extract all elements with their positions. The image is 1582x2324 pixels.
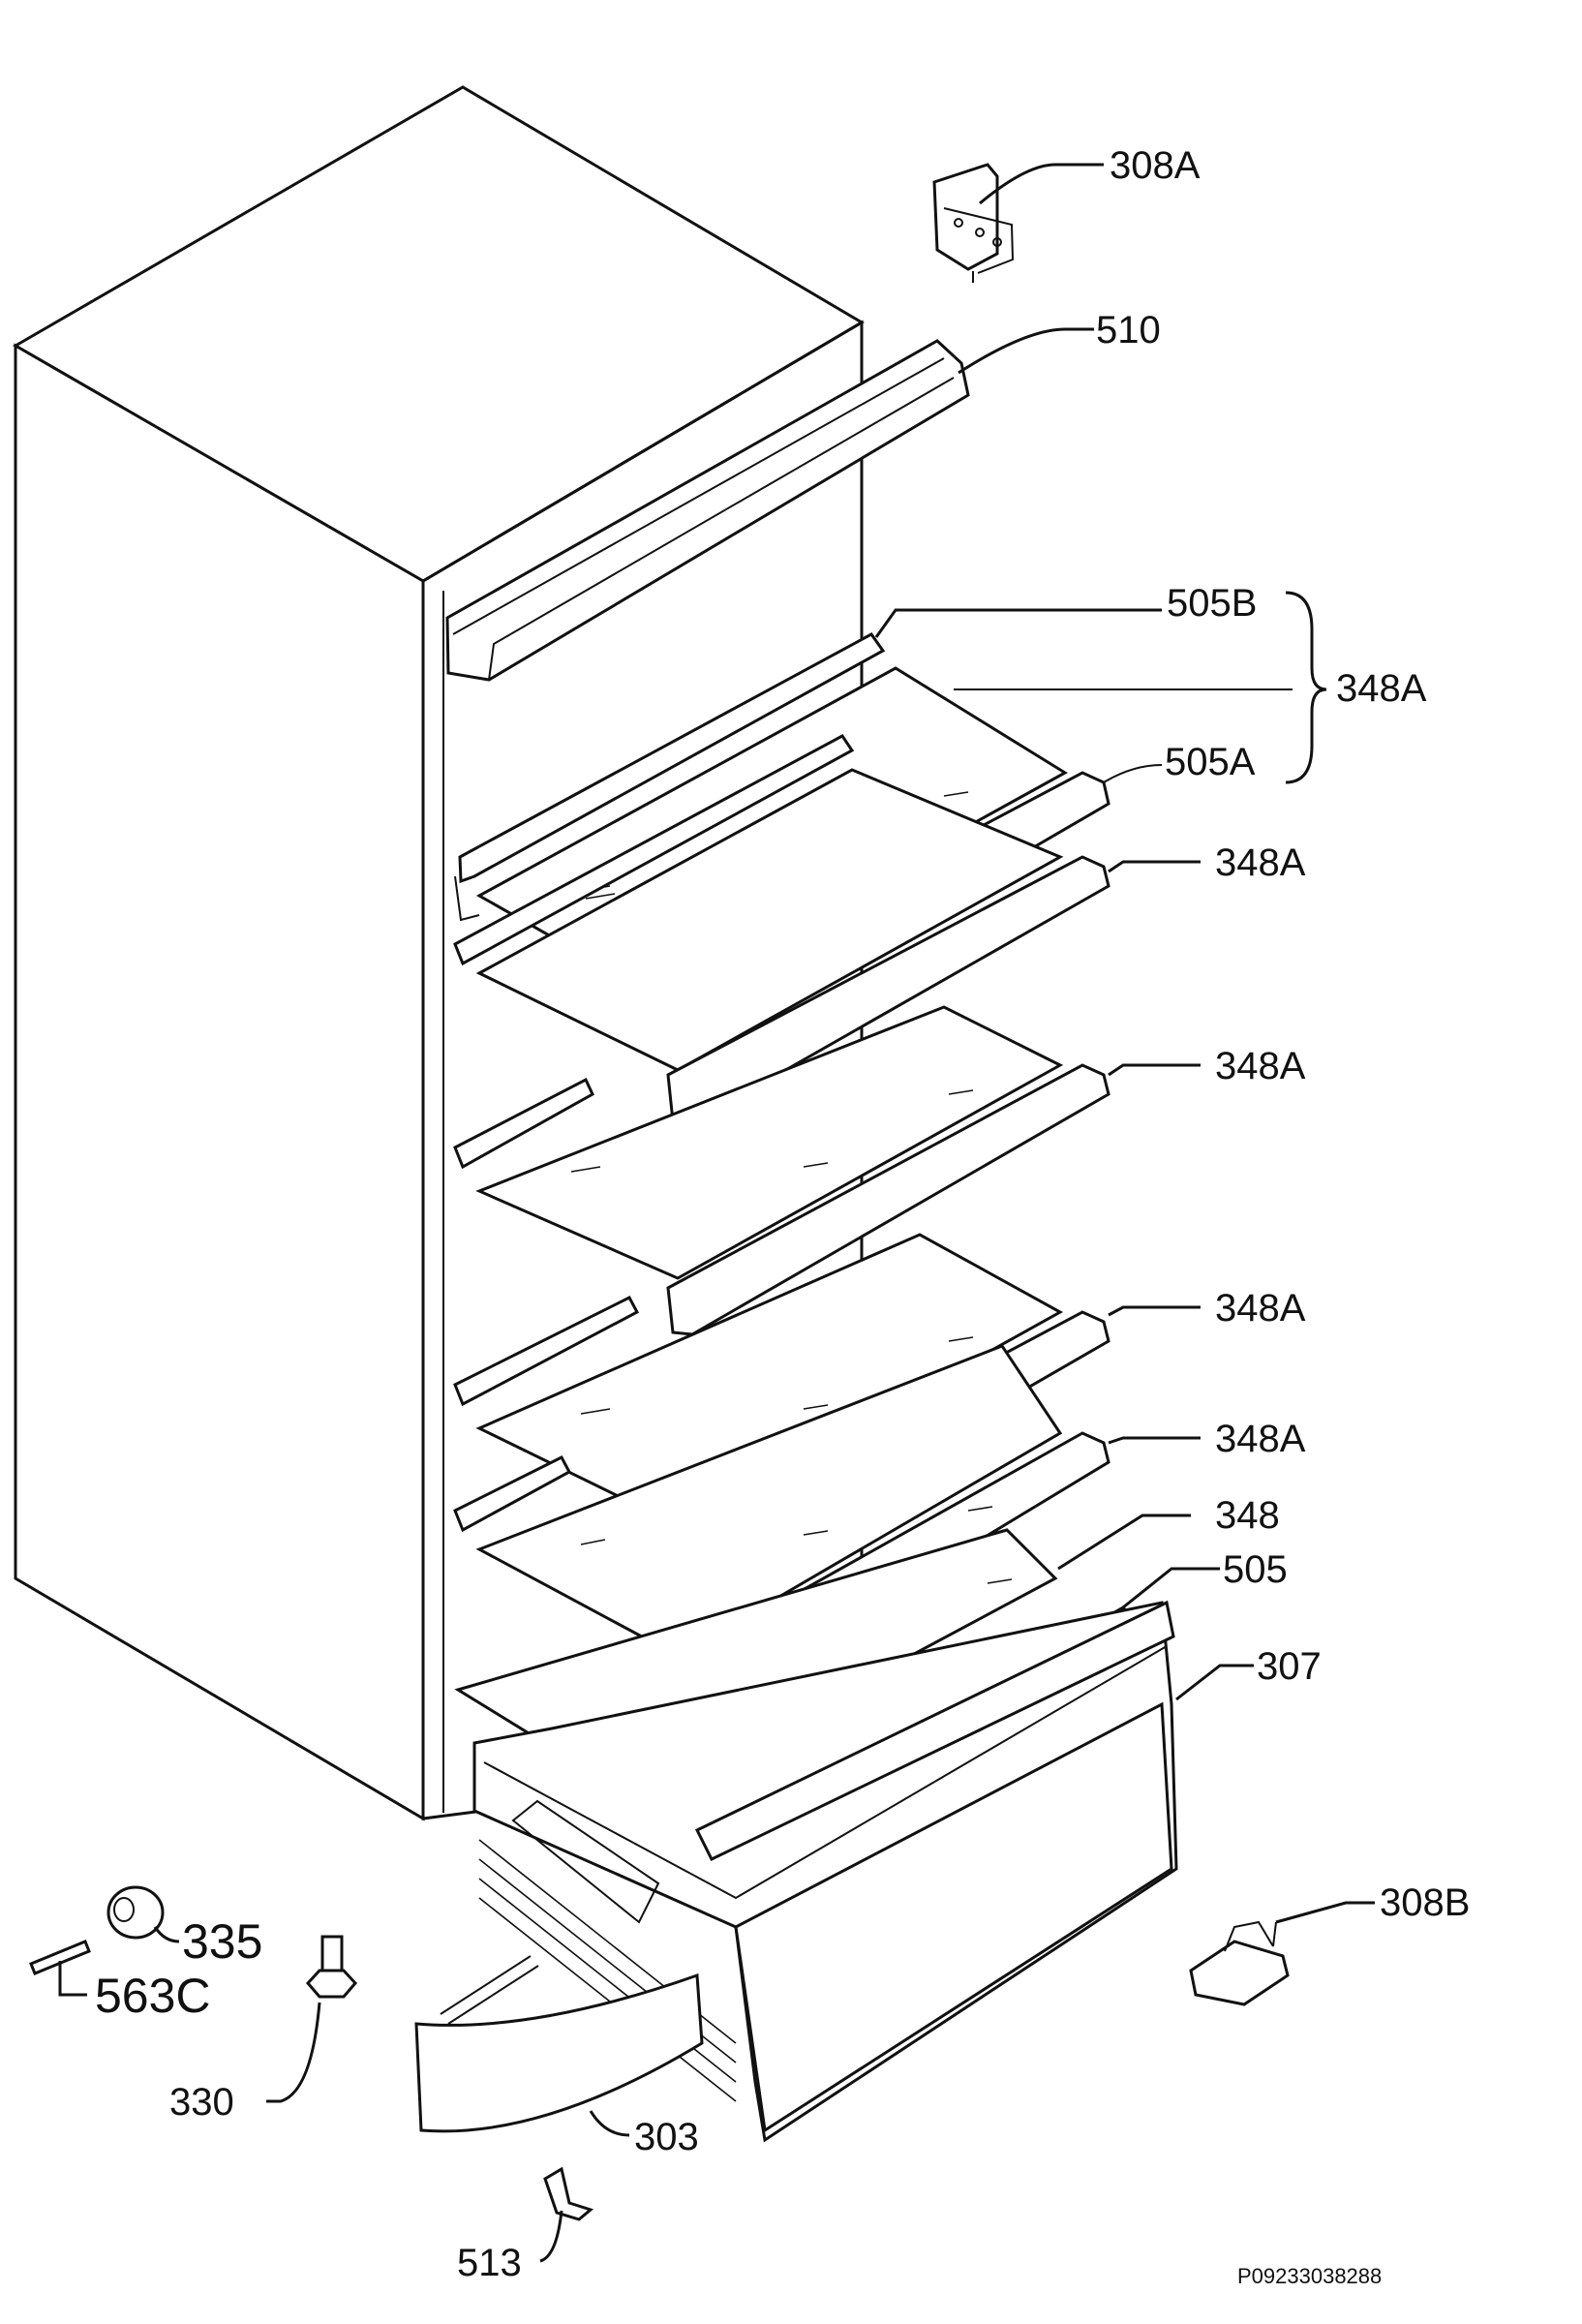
label-shelf-2: 348A — [1215, 1045, 1306, 1087]
label-door-handle-top: 510 — [1096, 309, 1161, 352]
label-shelf-rear-trim: 505B — [1167, 582, 1257, 625]
plinth-part — [414, 1955, 704, 2133]
label-shelf-assembly-bracket: 348A — [1336, 667, 1427, 710]
drawing-code: P09233038288 — [1237, 2264, 1382, 2288]
label-hinge-bottom: 308B — [1380, 1881, 1470, 1924]
crisper-drawer-part — [472, 1600, 1178, 2143]
label-adjustable-foot: 330 — [169, 2081, 234, 2124]
shelf-3 — [453, 1005, 1110, 1336]
shelf-assembly-bracket — [1285, 591, 1327, 784]
label-shelf-4: 348A — [1215, 1418, 1306, 1460]
label-clip: 513 — [457, 2242, 522, 2284]
label-bottom-shelf: 348 — [1215, 1494, 1280, 1537]
label-shelf-1: 348A — [1215, 841, 1306, 884]
spacer-part — [106, 1885, 165, 1940]
hinge-top-part — [932, 163, 1015, 283]
label-shelf-3: 348A — [1215, 1287, 1306, 1330]
clip-part — [543, 2166, 594, 2221]
labels: 308A 510 505B 348A 505A 348A 348A 348A 3… — [95, 144, 1470, 2288]
door-handle-part — [445, 339, 970, 682]
label-crisper-drawer: 307 — [1257, 1645, 1322, 1688]
label-plinth: 303 — [634, 2116, 699, 2158]
label-spacer: 335 — [182, 1914, 262, 1969]
leader-lines — [58, 163, 1375, 2263]
shelf-2 — [453, 734, 1110, 1125]
label-hinge-top: 308A — [1110, 144, 1201, 187]
label-shelf-front-trim: 505A — [1165, 741, 1256, 783]
pin-part — [29, 1940, 91, 1975]
label-bottom-trim: 505 — [1223, 1548, 1288, 1591]
foot-part — [305, 1935, 358, 1999]
hinge-bottom-part — [1189, 1920, 1290, 2006]
label-pin: 563C — [95, 1969, 211, 2023]
